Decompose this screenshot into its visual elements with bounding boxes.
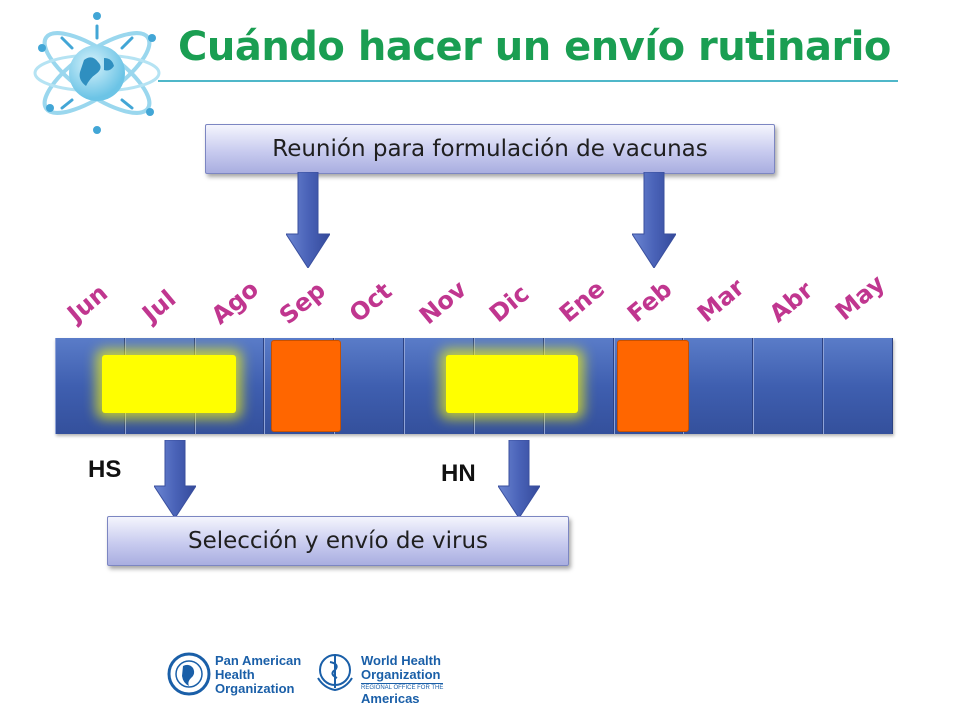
arrow-down-north-icon	[498, 440, 540, 518]
month-label-may: May	[830, 269, 891, 326]
feb-meeting-highlight	[617, 340, 689, 432]
north-selection-period-highlight	[446, 355, 578, 413]
virus-selection-label: Selección y envío de virus	[187, 528, 489, 554]
paho-line3: Organization	[215, 681, 295, 696]
month-label-ago: Ago	[206, 274, 265, 330]
timeline-cell-mar	[683, 338, 754, 434]
month-label-ene: Ene	[554, 274, 611, 328]
paho-line1: Pan American	[215, 653, 302, 668]
paho-logo-text: Pan American Health Organization	[215, 654, 301, 696]
north-hemisphere-label: HN	[441, 460, 476, 487]
arrow-down-sep-icon	[286, 172, 330, 268]
south-hemisphere-label: HS	[88, 456, 122, 483]
who-line3: Americas	[361, 691, 420, 706]
month-label-dic: Dic	[484, 279, 535, 328]
month-label-jun: Jun	[62, 278, 114, 328]
vaccine-formulation-box: Reunión para formulación de vacunas	[205, 124, 775, 174]
arrow-down-feb-icon	[632, 172, 676, 268]
month-label-sep: Sep	[274, 275, 331, 330]
who-line2: Organization	[361, 667, 441, 682]
month-label-abr: Abr	[764, 275, 819, 328]
south-selection-period-highlight	[102, 355, 236, 413]
month-label-jul: Jul	[137, 284, 182, 328]
month-label-feb: Feb	[622, 275, 678, 328]
who-logo-text: World Health Organization REGIONAL OFFIC…	[361, 653, 444, 706]
month-label-mar: Mar	[692, 273, 750, 328]
title-underline	[158, 80, 898, 82]
who-emblem-icon	[317, 654, 353, 692]
who-sub: REGIONAL OFFICE FOR THE	[361, 683, 444, 691]
month-label-oct: Oct	[344, 276, 398, 328]
page-title: Cuándo hacer un envío rutinario	[178, 24, 891, 70]
timeline-cell-may	[823, 338, 893, 434]
timeline-cell-oct	[334, 338, 405, 434]
vaccine-formulation-label: Reunión para formulación de vacunas	[272, 136, 708, 162]
paho-line2: Health	[215, 667, 255, 682]
sep-meeting-highlight	[271, 340, 341, 432]
globe-logo-icon	[33, 12, 161, 134]
paho-emblem-icon	[167, 652, 211, 696]
timeline-cell-abr	[753, 338, 824, 434]
virus-selection-box: Selección y envío de virus	[107, 516, 569, 566]
month-label-nov: Nov	[414, 274, 473, 330]
arrow-down-south-icon	[154, 440, 196, 518]
who-line1: World Health	[361, 653, 441, 668]
